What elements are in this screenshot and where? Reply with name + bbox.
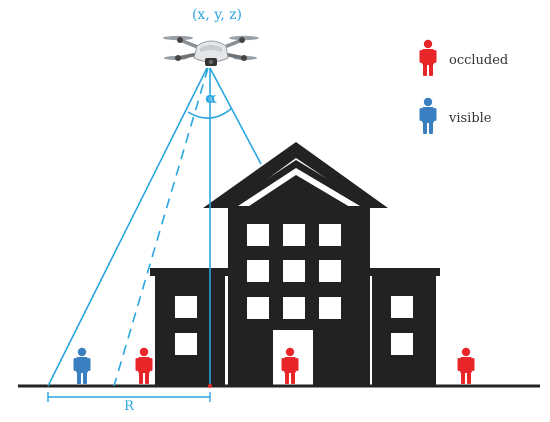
legend-visible-label: visible	[448, 111, 492, 126]
alpha-arc	[187, 107, 233, 119]
legend-occluded-label: occluded	[449, 53, 508, 68]
right-wing-windows	[391, 296, 413, 355]
tower-band	[228, 206, 370, 212]
legend: occluded visible	[419, 39, 508, 134]
occluded-person	[135, 347, 153, 384]
right-wing	[372, 276, 436, 386]
left-wing-windows	[175, 296, 197, 355]
left-wing	[155, 276, 225, 386]
drone-icon	[163, 35, 259, 66]
cone-left-ray	[47, 67, 208, 387]
occlusion-ray	[113, 67, 209, 387]
radius-label: R	[124, 399, 135, 414]
left-wing-roof	[150, 268, 228, 276]
view-cone	[47, 67, 262, 387]
right-wing-roof	[370, 268, 440, 276]
nadir-point	[208, 384, 212, 388]
building	[150, 142, 440, 386]
radius-measure	[47, 392, 211, 402]
drone-coordinate-label: (x, y, z)	[192, 7, 242, 23]
roof-inner	[243, 175, 355, 210]
cone-right-ray	[209, 67, 262, 165]
alpha-label: α	[205, 89, 217, 107]
visible-person	[73, 347, 91, 384]
central-windows	[247, 224, 341, 319]
legend-visible-icon	[419, 97, 437, 134]
legend-occluded-icon	[419, 39, 437, 76]
occluded-person	[457, 347, 475, 384]
